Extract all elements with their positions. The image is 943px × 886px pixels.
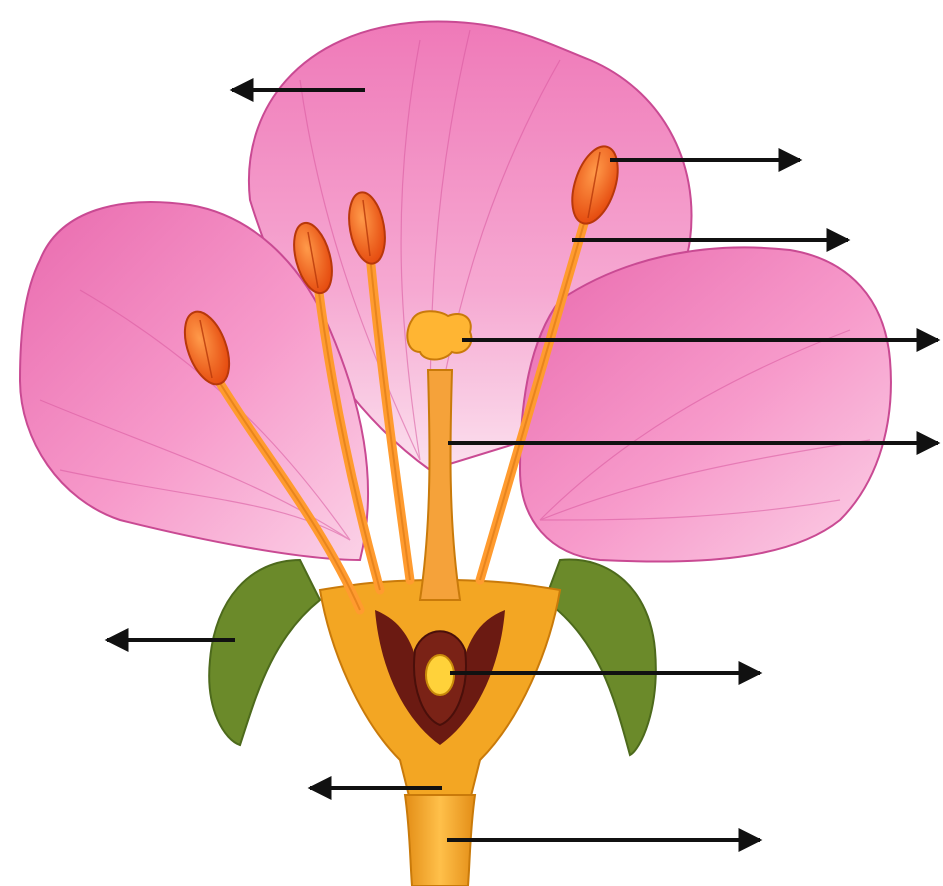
sepal-right <box>545 560 656 755</box>
ovule <box>426 655 454 695</box>
sepal-left <box>209 560 320 745</box>
petal-right <box>520 247 891 561</box>
stigma <box>407 311 471 359</box>
